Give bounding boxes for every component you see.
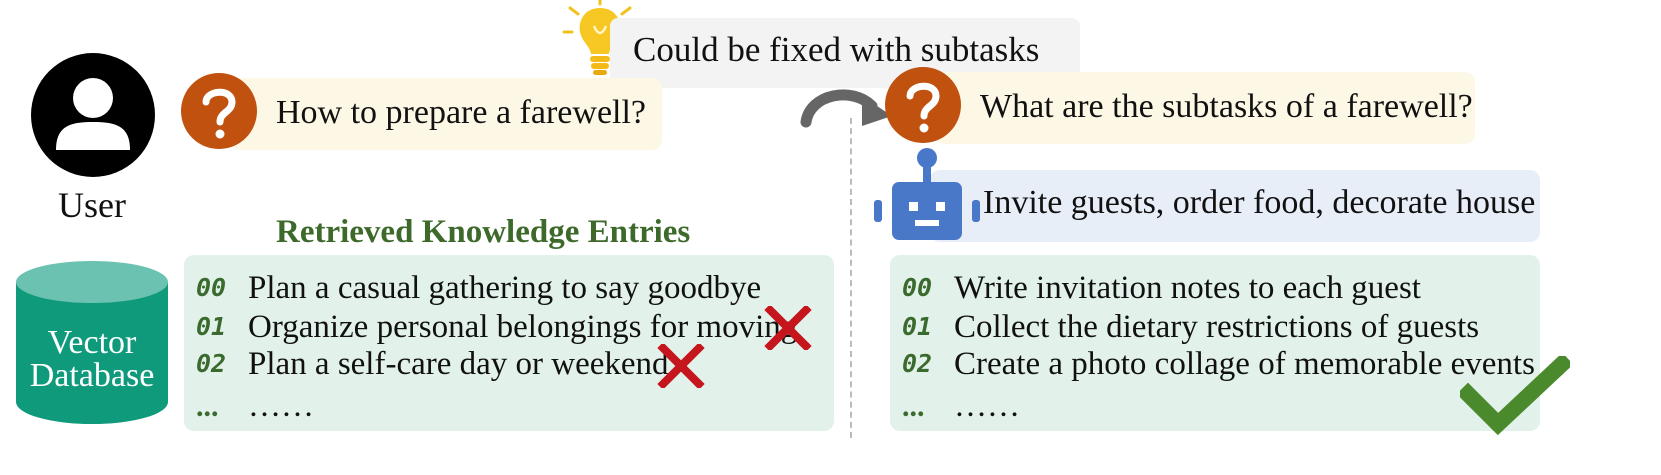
- question-bubble-right: [935, 72, 1475, 144]
- database-cylinder-icon: [16, 261, 168, 424]
- robot-icon: [874, 148, 980, 240]
- robot-answer-bubble: [930, 170, 1540, 242]
- curved-arrow-icon: [800, 89, 892, 128]
- question-bubble-left: [232, 78, 662, 150]
- hint-text: Could be fixed with subtasks: [633, 30, 1040, 69]
- database-label-line1: Vector: [47, 324, 137, 361]
- question-mark-icon: [181, 73, 257, 149]
- check-icon: [1460, 356, 1570, 436]
- question-left-text: How to prepare a farewell?: [276, 94, 647, 131]
- question-mark-icon: [885, 67, 961, 143]
- left-entry-3: ...……: [196, 388, 314, 424]
- user-avatar-icon: [31, 53, 155, 177]
- divider-line: [850, 118, 852, 438]
- left-knowledge-panel: [184, 255, 834, 431]
- cross-icon: [657, 344, 705, 388]
- user-label: User: [58, 185, 126, 225]
- database-label-line2: Database: [29, 357, 155, 394]
- cross-icon: [764, 306, 812, 350]
- question-right-text: What are the subtasks of a farewell?: [980, 88, 1473, 125]
- right-entry-3: ...……: [902, 388, 1020, 424]
- retrieved-heading: Retrieved Knowledge Entries: [276, 214, 691, 250]
- robot-answer-text: Invite guests, order food, decorate hous…: [983, 184, 1536, 221]
- right-knowledge-panel: [890, 255, 1540, 431]
